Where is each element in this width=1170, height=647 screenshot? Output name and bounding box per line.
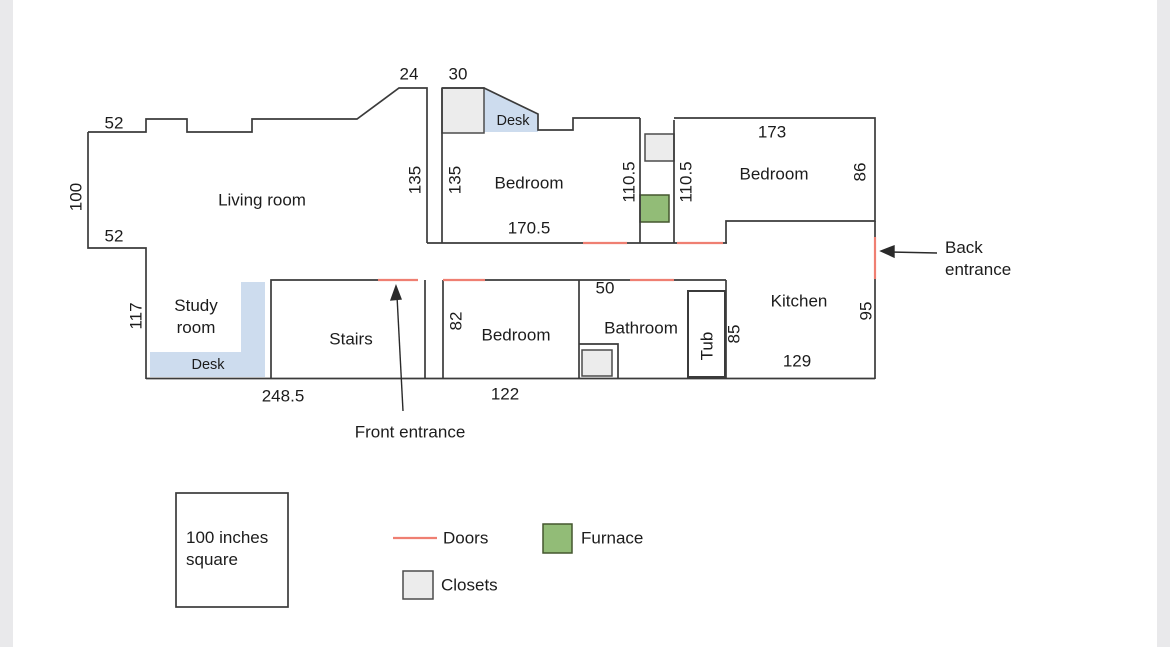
bedroom-middle-walls	[441, 87, 640, 243]
dim-248-5: 248.5	[261, 386, 305, 406]
study-desk	[150, 282, 265, 377]
dim-135-bedroom: 135	[445, 165, 465, 195]
dim-170-5: 170.5	[507, 218, 551, 238]
living-room-outline	[88, 87, 428, 243]
tub	[687, 290, 726, 378]
dim-117-left: 117	[126, 302, 146, 330]
study-line2: room	[176, 318, 216, 337]
room-label-bedroom-middle: Bedroom	[494, 173, 564, 193]
bathroom-walls	[578, 279, 726, 379]
dim-85: 85	[724, 324, 744, 344]
dim-52-top: 52	[104, 113, 124, 133]
page-edge-left	[0, 0, 13, 647]
scale-line1: 100 inches	[186, 528, 269, 547]
study-line1: Study	[174, 296, 218, 315]
back-entrance-label: Back entrance	[945, 237, 1011, 281]
scale-line2: square	[186, 550, 238, 569]
dim-110-5-right: 110.5	[676, 161, 696, 203]
dim-173: 173	[757, 122, 787, 142]
dim-129: 129	[782, 351, 812, 371]
room-label-stairs: Stairs	[329, 329, 373, 349]
back-entrance-arrowhead	[879, 244, 895, 259]
room-label-bedroom-bottom: Bedroom	[481, 325, 551, 345]
room-label-tub: Tub	[697, 331, 717, 361]
legend-scale-box	[175, 492, 289, 608]
legend-scale-label: 100 inches square	[186, 527, 268, 571]
walls	[87, 87, 876, 608]
legend-furnace-swatch	[542, 523, 573, 554]
furnace-enclosure-walls	[639, 118, 675, 243]
bedroom-desk	[484, 89, 538, 132]
dim-122: 122	[490, 384, 520, 404]
stairs-walls	[270, 279, 426, 379]
dim-52-mid: 52	[104, 226, 124, 246]
desk-label-bedroom: Desk	[496, 112, 530, 129]
closet	[644, 133, 675, 162]
back-line1: Back	[945, 238, 983, 257]
back-entrance-arrow	[889, 251, 938, 254]
room-label-study: Study room	[174, 295, 217, 339]
room-label-living-room: Living room	[218, 190, 306, 210]
dim-82: 82	[446, 311, 466, 331]
room-label-kitchen: Kitchen	[770, 291, 828, 311]
dim-50: 50	[595, 278, 615, 298]
dim-95: 95	[856, 301, 876, 321]
furnace	[639, 194, 670, 223]
front-entrance-label: Front entrance	[354, 422, 466, 442]
legend-closets-label: Closets	[441, 575, 498, 595]
page-edge-right	[1157, 0, 1170, 647]
front-entrance-arrow	[396, 295, 404, 412]
dim-86: 86	[850, 162, 870, 182]
dim-135-hall: 135	[405, 165, 425, 195]
legend-furnace-label: Furnace	[581, 528, 644, 548]
doors	[378, 237, 877, 540]
desk-label-study: Desk	[191, 356, 225, 373]
room-label-bathroom: Bathroom	[604, 318, 678, 338]
dim-24-top: 24	[399, 64, 419, 84]
front-entrance-arrowhead	[389, 283, 402, 301]
legend-closet-swatch	[402, 570, 434, 600]
legend-doors-label: Doors	[443, 528, 489, 548]
bedroom-bottom-walls	[442, 279, 579, 379]
room-label-bedroom-right: Bedroom	[739, 164, 809, 184]
dim-100-left: 100	[66, 182, 86, 212]
closet	[581, 349, 613, 377]
closet	[441, 87, 485, 134]
dim-110-5-left: 110.5	[619, 161, 639, 203]
back-line2: entrance	[945, 260, 1012, 279]
living-room-left-wall	[87, 132, 147, 379]
dim-30-top: 30	[448, 64, 468, 84]
